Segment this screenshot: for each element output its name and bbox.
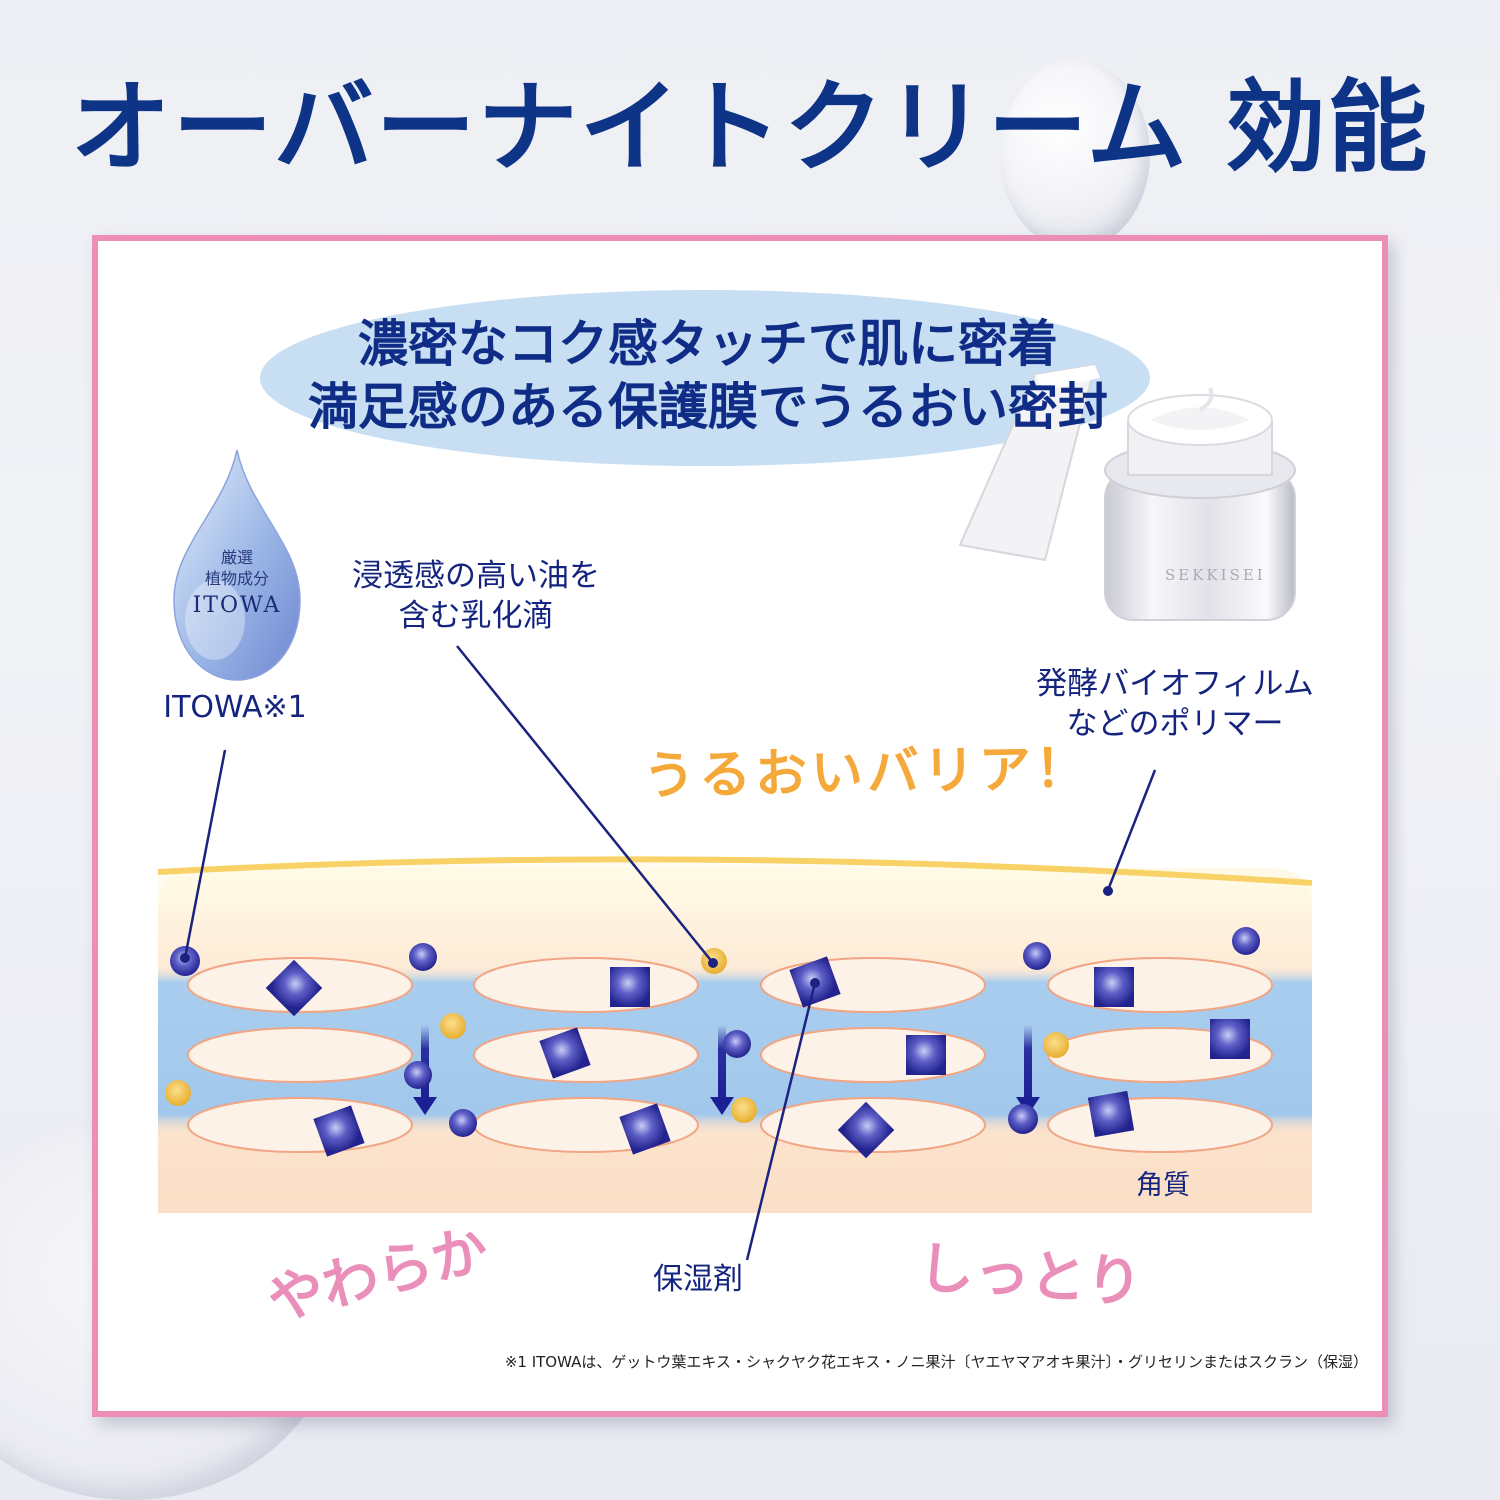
label-stratum-corneum: 角質: [1136, 1170, 1190, 1201]
background-droplet-top: [1000, 60, 1150, 250]
itowa-drop-line3: ITOWA: [193, 593, 282, 618]
label-emulsion-line1: 浸透感の高い油を: [352, 558, 600, 594]
handwritten-moist: しっとり: [916, 1235, 1145, 1317]
headline-bubble: [260, 290, 1150, 466]
headline-line2: 満足感のある保護膜でうるおい密封: [308, 378, 1108, 436]
footnote: ※1 ITOWAは、ゲットウ葉エキス・シャクヤク花エキス・ノニ果汁〔ヤエヤマアオ…: [504, 1353, 1368, 1371]
product-jar-image: SEKKISEI: [958, 363, 1296, 621]
label-moisturizer: 保湿剤: [653, 1262, 743, 1297]
label-itowa: ITOWA※1: [163, 690, 307, 725]
itowa-drop-icon: 厳選 植物成分 ITOWA: [173, 449, 301, 681]
moisture-barrier-line: [157, 856, 1313, 886]
label-polymer-line1: 発酵バイオフィルム: [1036, 666, 1314, 702]
itowa-drop-line2: 植物成分: [205, 569, 269, 588]
itowa-drop-line1: 厳選: [221, 548, 253, 567]
product-brand-text: SEKKISEI: [1165, 566, 1266, 584]
effect-panel: SEKKISEI 厳選 植物成分 ITOWA: [92, 235, 1388, 1417]
page-title: オーバーナイトクリーム 効能: [70, 69, 1430, 186]
headline-line1: 濃密なコク感タッチで肌に密着: [358, 315, 1058, 373]
skin-diagram: SEKKISEI 厳選 植物成分 ITOWA: [157, 290, 1313, 1261]
leader-lines: [183, 645, 1157, 1261]
label-polymer-line2: などのポリマー: [1066, 706, 1284, 742]
handwritten-barrier: うるおいバリア！: [642, 738, 1092, 807]
label-emulsion-line2: 含む乳化滴: [398, 598, 554, 634]
